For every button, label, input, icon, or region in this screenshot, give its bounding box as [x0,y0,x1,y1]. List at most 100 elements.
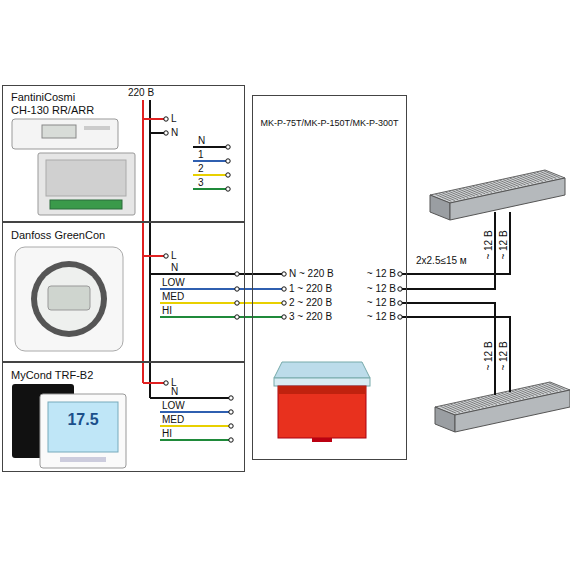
junction-box [274,362,370,442]
voltage-label: ~ 12 В [498,230,509,259]
convector-bottom-part [435,407,455,432]
fantini-thermostat-part [50,200,122,209]
supply-bus [143,100,245,398]
voltage-label: ~ 12 В [367,268,396,279]
terminal-label: L [171,250,177,261]
danfoss-thermostat [15,247,123,351]
junction-box-part [278,386,366,438]
terminal-label: N [198,135,205,146]
voltage-label: N ~ 220 В [289,268,334,279]
convector-grille-part [549,383,565,390]
control-wires-part [160,316,283,318]
supply-bus-part [149,100,151,398]
terminal-circles-part [226,159,230,163]
control-wires-part [160,425,230,427]
display-reading: 17.5 [67,411,98,429]
terminal-circles-part [235,301,239,305]
terminal-circles-part [164,117,168,121]
box-title: Danfoss GreenCon [11,229,141,242]
terminal-label: HI [162,305,172,316]
terminal-circles-part [235,315,239,319]
junction-box-part [274,362,370,378]
terminal-circles-part [282,301,286,305]
terminal-circles-part [229,396,233,400]
box-title: FantiniCosmi CH-130 RR/ARR [11,91,96,116]
terminal-circles-part [226,187,230,191]
thermostat-box: FantiniCosmi CH-130 RR/ARR [2,85,245,222]
cable-spec: 2x2.5≤15 м [416,255,467,266]
convector-top-part [430,195,450,220]
control-wires-part [193,188,226,190]
control-wires-part [193,146,226,148]
wire-connector [245,274,252,275]
terminal-label: MED [162,291,184,302]
junction-box-part [312,438,332,442]
supply-bus-part [150,273,245,275]
voltage-label: ~ 12 В [483,230,494,259]
supply-bus-part [143,382,165,384]
terminal-label: N [171,127,178,138]
terminal-circles-part [282,315,286,319]
terminal-label: 3 [198,177,204,188]
fantini-thermostat-part [12,119,118,149]
danfoss-thermostat-part [37,267,101,331]
terminal-circles-part [235,287,239,291]
control-wires-part [252,273,283,275]
control-wires-part [160,439,230,441]
convector-grille-part [544,171,560,178]
terminal-circles-part [282,287,286,291]
control-wires-part [160,411,230,413]
box-title: MK-P-75T/MK-P-150T/MK-P-300T [257,118,402,128]
thermostat-box: Danfoss GreenCon [2,222,245,362]
low-voltage-wires-part [400,212,510,274]
convector-top-part [450,178,565,220]
terminal-label: 1 [198,149,204,160]
control-wires-part [160,288,283,290]
supply-bus-part [143,255,165,257]
junction-box-part [274,378,370,386]
convector-grille [440,383,564,414]
supply-bus-part [150,132,165,134]
terminal-label: 2 [198,163,204,174]
thermostat-box: MyCond TRF-B2 [2,362,245,472]
box-title: MyCond TRF-B2 [11,369,141,382]
voltage-label: ~ 12 В [483,341,494,370]
supply-bus-part [143,118,165,120]
terminal-circles-part [398,272,402,276]
fantini-thermostat-part [46,160,126,196]
voltage-label: 2 ~ 220 В [289,297,332,308]
danfoss-thermostat-part [48,286,90,310]
mycond-thermostat-part [40,394,126,468]
convector-bottom [435,382,570,432]
terminal-circles-part [229,438,233,442]
voltage-label: ~ 12 В [367,297,396,308]
mycond-thermostat [12,384,126,468]
danfoss-thermostat-part [31,261,107,337]
terminal-circles-part [398,287,402,291]
terminal-circles-part [235,272,239,276]
control-wires-part [160,302,283,304]
low-voltage-wires-part [400,317,510,392]
voltage-label: ~ 12 В [367,311,396,322]
terminal-label: N [171,262,178,273]
low-voltage-wires-part [400,212,495,289]
control-wires-part [193,160,226,162]
terminal-label: HI [162,428,172,439]
voltage-label: ~ 12 В [498,341,509,370]
fantini-thermostat-part [38,153,135,215]
terminal-label: MED [162,414,184,425]
control-wires [160,147,283,440]
low-voltage-wires [400,212,510,395]
terminal-circles-part [398,315,402,319]
supply-bus-part [142,100,144,383]
terminal-circles-part [226,145,230,149]
terminal-circles-part [282,272,286,276]
convector-grille [435,171,559,202]
voltage-label: ~ 12 В [367,283,396,294]
fantini-thermostat-part [42,125,76,138]
terminal-label: L [171,113,177,124]
terminal-circles-part [229,410,233,414]
mycond-thermostat-part [60,457,106,462]
convector-top [430,170,565,220]
